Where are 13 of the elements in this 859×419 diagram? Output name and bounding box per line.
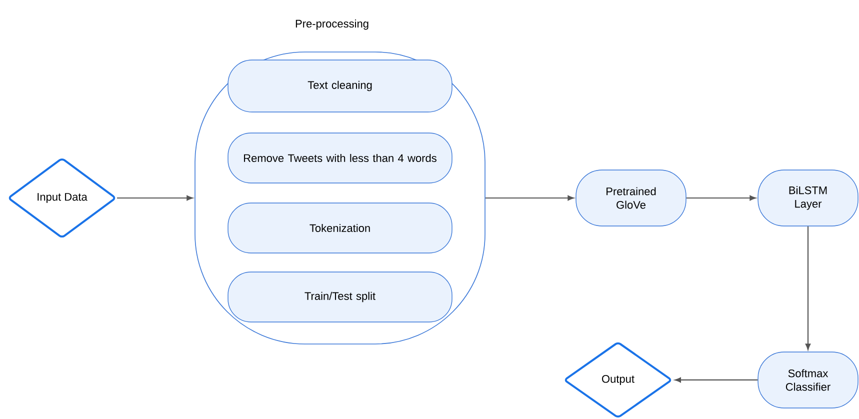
process-box: Remove Tweets with less than 4 words bbox=[228, 132, 452, 184]
arrow bbox=[674, 377, 758, 383]
process-box: Pretrained GloVe bbox=[576, 170, 686, 226]
process-box: Tokenization bbox=[228, 202, 452, 254]
arrow bbox=[686, 195, 756, 201]
arrow bbox=[117, 195, 193, 201]
process-box: Text cleaning bbox=[228, 60, 452, 112]
process-box: Softmax Classifier bbox=[758, 352, 858, 408]
arrow bbox=[805, 226, 811, 350]
process-box: BiLSTM Layer bbox=[758, 170, 858, 226]
process-box: Train/Test split bbox=[228, 272, 452, 322]
node-label: Pre-processing bbox=[296, 19, 368, 30]
arrow bbox=[485, 195, 574, 201]
